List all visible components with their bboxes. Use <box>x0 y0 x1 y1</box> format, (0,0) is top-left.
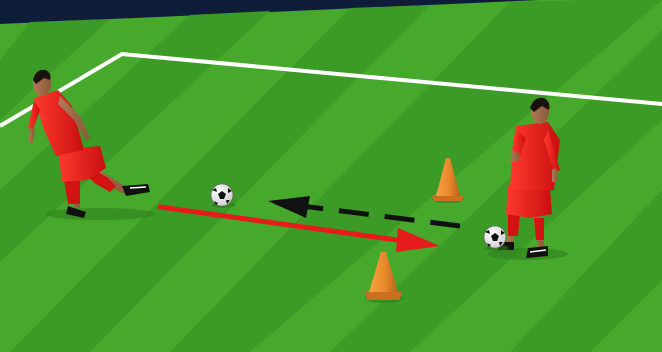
right-player <box>488 97 568 260</box>
cone-front <box>365 252 403 303</box>
ball-right <box>483 225 509 251</box>
return-arrow <box>268 196 461 229</box>
cone-back <box>432 158 464 203</box>
left-player <box>28 69 155 220</box>
pass-arrow <box>157 204 440 252</box>
ball-left <box>210 183 236 208</box>
